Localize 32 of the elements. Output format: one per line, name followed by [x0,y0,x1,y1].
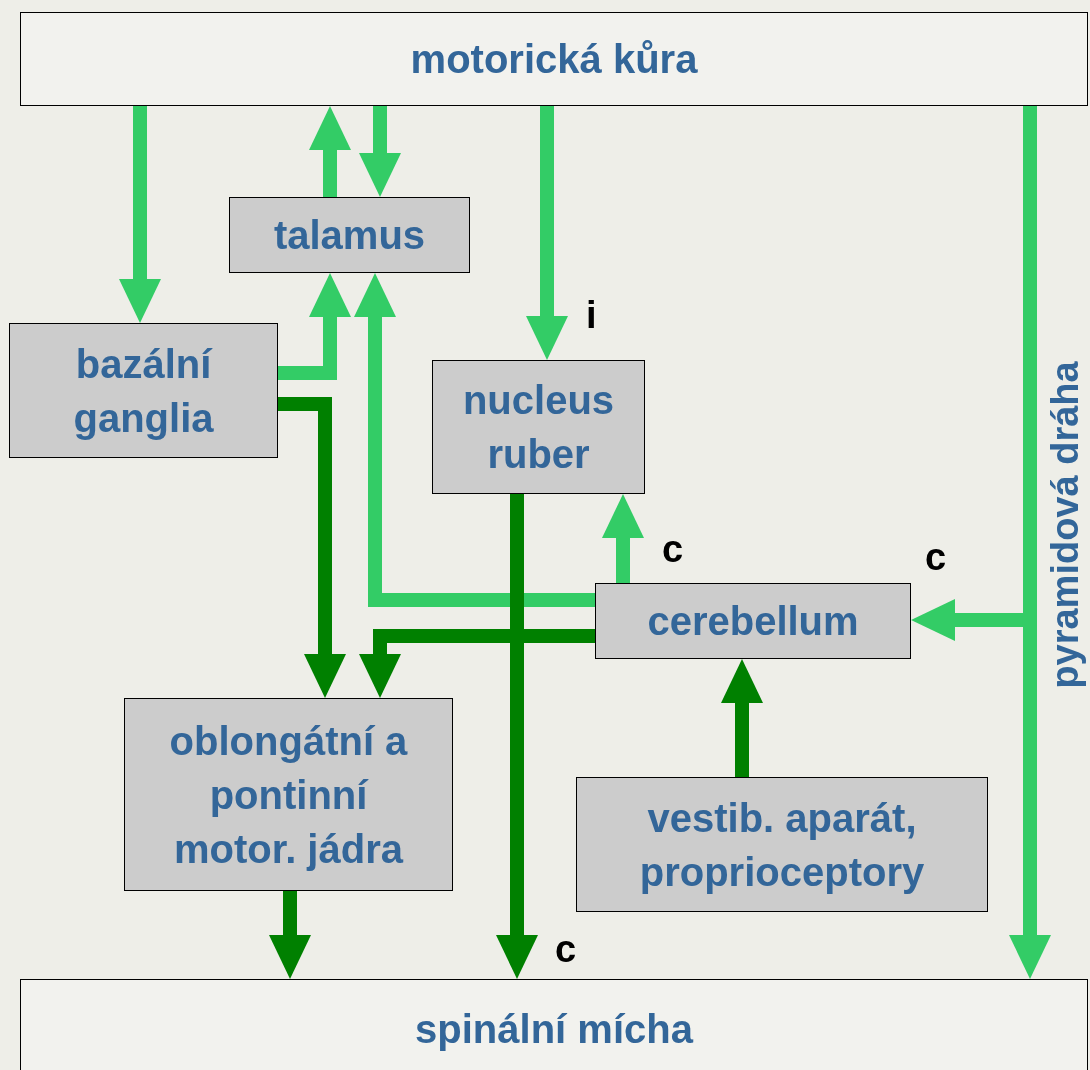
edge-label: i [586,296,597,334]
node-label: spinální mícha [415,1006,693,1053]
node-label: motorická kůra [410,36,698,83]
node-label: vestib. aparát, proprioceptory [638,794,926,896]
edge-label: c [662,530,684,568]
arrow [526,106,568,360]
arrow [354,273,595,607]
edge-label: c [555,930,577,968]
process-box [229,197,470,273]
process-box [595,583,911,659]
arrow [602,494,644,583]
arrow [119,106,161,323]
node-label: talamus [273,212,426,259]
process-box [124,698,453,891]
arrow [278,273,351,380]
arrow [496,494,538,979]
node-label: bazální ganglia [72,340,215,442]
edge-label: c [925,538,947,576]
arrow [359,106,401,197]
node-label: nucleus ruber [461,377,616,478]
arrow [721,659,763,777]
node-label: cerebellum [647,598,859,645]
edge-label: pyramidová dráha [1045,361,1084,689]
arrow [269,891,311,979]
region-band [20,979,1088,1070]
process-box [432,360,645,494]
process-box [576,777,988,912]
arrow [309,106,351,197]
region-band [20,12,1088,106]
node-label: oblongátní a pontinní motor. jádra [168,717,409,873]
process-box [9,323,278,458]
arrow [359,629,595,698]
